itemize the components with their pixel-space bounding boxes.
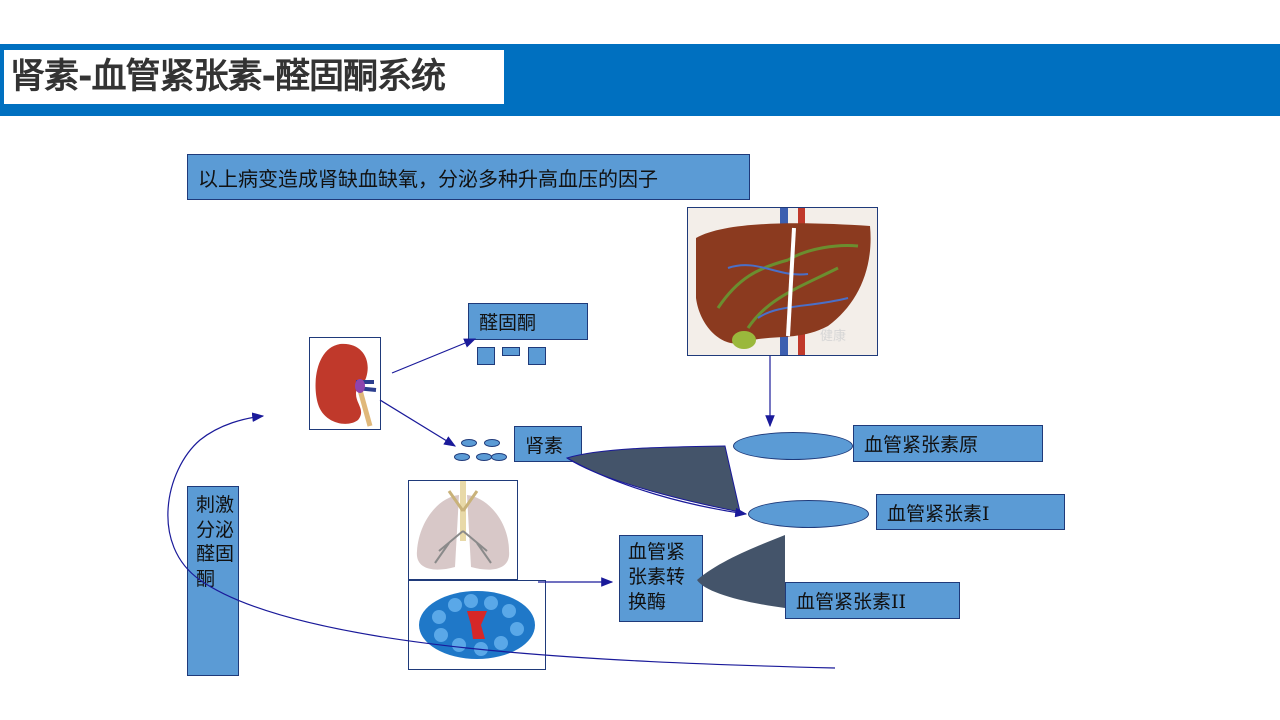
lungs-image — [408, 480, 518, 580]
arrow-kidney-to-aldosterone — [391, 338, 477, 374]
angiotensinogen-ellipse — [733, 432, 853, 460]
enzyme-image — [408, 580, 546, 670]
angiotensinogen-label: 血管紧张素原 — [853, 425, 1043, 462]
angiotensin-1-label: 血管紧张素I — [876, 494, 1065, 530]
intro-box: 以上病变造成肾缺血缺氧，分泌多种升高血压的因子 — [187, 154, 750, 200]
aldosterone-marker-2 — [502, 347, 520, 356]
liver-image: 健康 — [687, 207, 878, 356]
lungs-icon — [409, 481, 517, 579]
aldosterone-marker-1 — [477, 347, 495, 365]
renin-particle-5 — [491, 453, 507, 461]
ace-label-line-2: 张素转 — [628, 566, 686, 588]
angiotensin-1-ellipse — [748, 500, 869, 528]
watermark-text: 健康 — [820, 328, 846, 344]
arrow-feedback-loop — [167, 412, 836, 669]
renin-particle-3 — [454, 453, 470, 461]
stimulate-aldosterone-label: 刺激分泌醛固酮 — [187, 486, 239, 676]
slide-title: 肾素-血管紧张素-醛固酮系统 — [10, 57, 446, 97]
arrow-kidney-to-renin — [379, 399, 457, 447]
aldosterone-label: 醛固酮 — [468, 303, 588, 340]
aldosterone-marker-3 — [528, 347, 546, 365]
liver-icon: 健康 — [688, 208, 877, 355]
angiotensin-2-label: 血管紧张素II — [785, 582, 960, 619]
renin-label: 肾素 — [514, 426, 582, 462]
enzyme-icon — [409, 581, 545, 669]
kidney-icon — [310, 338, 380, 429]
arrow-renin-to-angiotensin-1 — [566, 457, 748, 518]
kidney-image — [309, 337, 381, 430]
ace-label: 血管紧 张素转 换酶 — [619, 535, 703, 622]
ace-label-line-1: 血管紧 — [628, 541, 686, 563]
renin-particle-1 — [461, 439, 477, 447]
ace-label-line-3: 换酶 — [628, 591, 667, 613]
renin-wedge-shape — [565, 445, 741, 513]
title-background — [4, 50, 504, 104]
renin-particle-2 — [484, 439, 500, 447]
ace-wedge-shape — [697, 535, 785, 608]
